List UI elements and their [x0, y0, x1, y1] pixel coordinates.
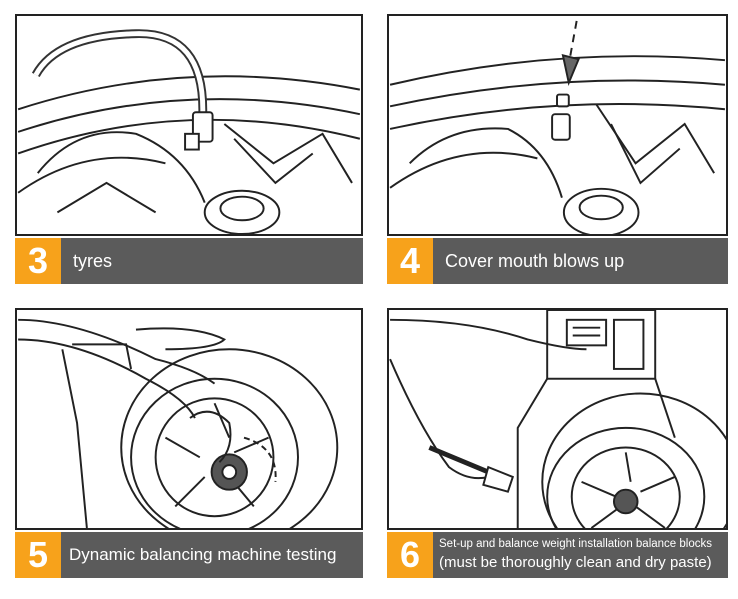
- tire-inflation-drawing: [17, 29, 361, 234]
- valve-cap-drawing: [389, 20, 726, 234]
- step-6-illustration: [387, 308, 728, 530]
- step-6-caption-bar: 6 Set-up and balance weight installation…: [387, 532, 728, 578]
- step-4-illustration: [387, 14, 728, 236]
- step-number-badge: 4: [387, 238, 433, 284]
- step-caption: tyres: [73, 251, 113, 271]
- step-5-illustration: [15, 308, 363, 530]
- step-caption-line-1: Set-up and balance weight installation b…: [439, 538, 712, 550]
- step-number-badge: 5: [15, 532, 61, 578]
- step-4-caption-bar: 4 Cover mouth blows up: [387, 238, 728, 284]
- step-caption: Dynamic balancing machine testing: [69, 545, 337, 564]
- step-5-caption-bar: 5 Dynamic balancing machine testing: [15, 532, 363, 578]
- step-3-caption-bar: 3 tyres: [15, 238, 363, 284]
- step-3-illustration: [15, 14, 363, 236]
- step-number-badge: 6: [387, 532, 433, 578]
- step-caption: Cover mouth blows up: [445, 251, 625, 271]
- step-caption: Set-up and balance weight installation b…: [439, 535, 712, 573]
- step-number-badge: 3: [15, 238, 61, 284]
- step-caption-line-2: (must be thoroughly clean and dry paste): [439, 554, 712, 571]
- balance-weight-drawing: [389, 310, 726, 528]
- balancing-machine-drawing: [18, 318, 339, 528]
